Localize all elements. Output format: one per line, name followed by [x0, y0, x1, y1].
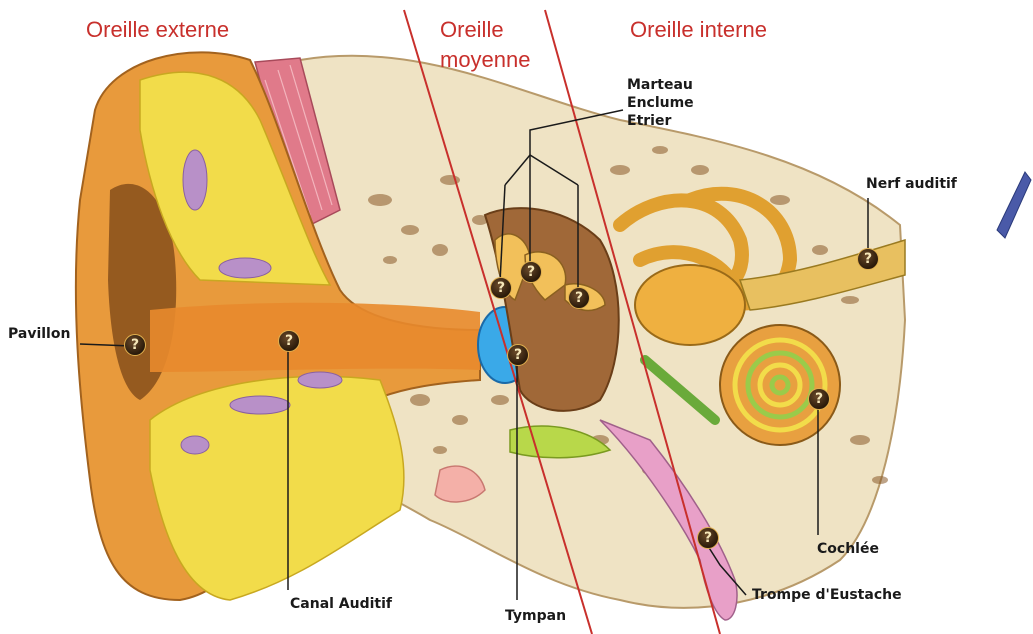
label-nerf-auditif: Nerf auditif: [866, 176, 957, 193]
ossicle-label-malleus: Marteau: [627, 76, 717, 94]
label-trompe-eustache: Trompe d'Eustache: [752, 587, 902, 604]
vestibule: [635, 265, 745, 345]
ear-canal: [150, 303, 480, 372]
label-cochlee: Cochlée: [817, 541, 879, 558]
next-arrow-icon[interactable]: [995, 170, 1033, 240]
ossicle-label-stapes: Etrier: [627, 112, 717, 130]
info-marker-tympan[interactable]: ?: [507, 344, 529, 366]
info-marker-trompe-eustache[interactable]: ?: [697, 527, 719, 549]
label-canal-auditif: Canal Auditif: [290, 596, 392, 613]
info-marker-cochlee[interactable]: ?: [808, 388, 830, 410]
section-title-inner-ear: Oreille interne: [630, 18, 767, 42]
ossicle-label-list: Marteau Enclume Etrier: [627, 76, 717, 130]
info-marker-canal-auditif[interactable]: ?: [278, 330, 300, 352]
info-marker-pavillon[interactable]: ?: [124, 334, 146, 356]
cochlea: [720, 325, 840, 445]
label-pavillon: Pavillon: [8, 326, 70, 343]
ossicle-label-incus: Enclume: [627, 94, 717, 112]
section-title-outer-ear: Oreille externe: [86, 18, 229, 42]
info-marker-marteau[interactable]: ?: [490, 277, 512, 299]
section-title-middle-ear-line2: moyenne: [440, 48, 531, 72]
label-tympan: Tympan: [505, 608, 566, 625]
info-marker-etrier[interactable]: ?: [568, 287, 590, 309]
section-title-middle-ear-line1: Oreille: [440, 18, 504, 42]
info-marker-nerf-auditif[interactable]: ?: [857, 248, 879, 270]
info-marker-enclume[interactable]: ?: [520, 261, 542, 283]
